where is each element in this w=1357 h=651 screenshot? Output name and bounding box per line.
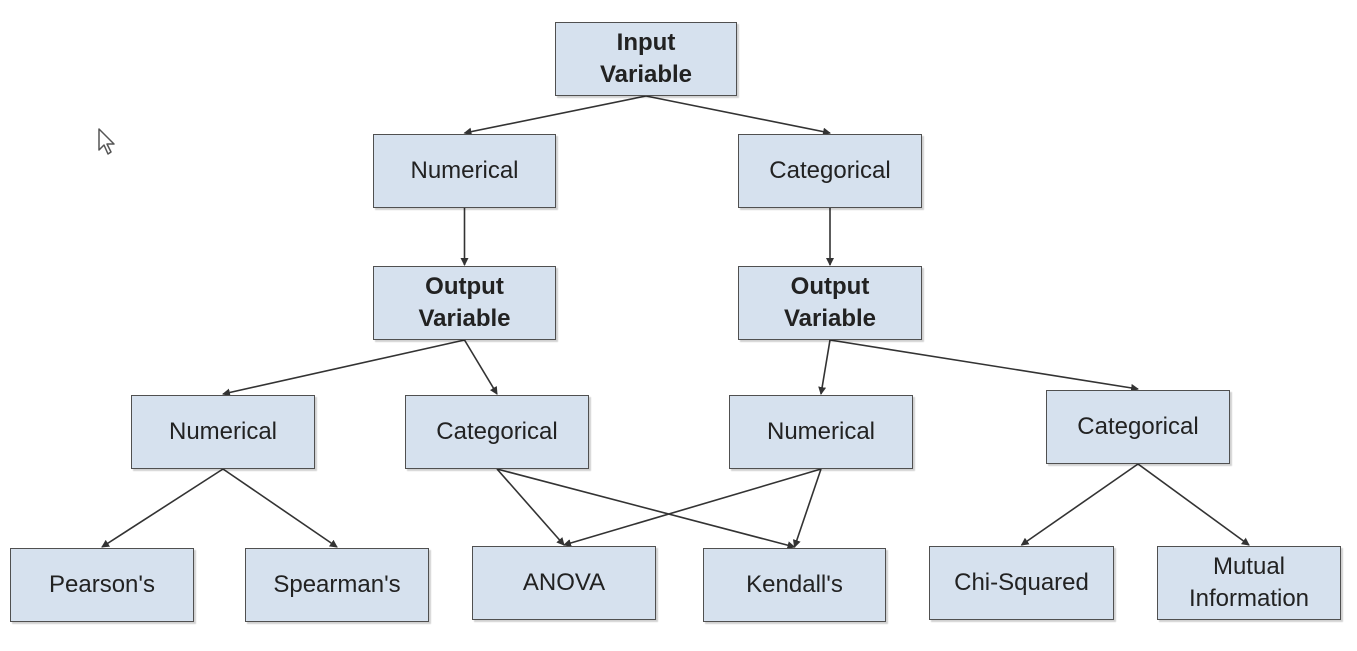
edge-output-variable-right-to-out-right-numerical (818, 339, 831, 395)
node-anova: ANOVA (472, 546, 656, 620)
node-output-left-numerical: Numerical (131, 395, 315, 469)
edge-out-left-categorical-to-anova (496, 468, 565, 546)
node-output-right-numerical: Numerical (729, 395, 913, 469)
edge-input-variable-to-input-numerical (463, 95, 647, 136)
edge-out-left-numerical-to-spearmans (222, 468, 338, 548)
node-input-numerical: Numerical (373, 134, 556, 208)
edge-out-right-categorical-to-chi-squared (1020, 463, 1139, 546)
node-output-right-categorical: Categorical (1046, 390, 1230, 464)
node-output-variable-right: Output Variable (738, 266, 922, 340)
edge-out-right-categorical-to-mutual-information (1137, 463, 1250, 546)
node-output-variable-left: Output Variable (373, 266, 556, 340)
node-input-variable: Input Variable (555, 22, 737, 96)
edge-out-right-numerical-to-anova (563, 468, 822, 547)
edge-out-right-numerical-to-kendalls (792, 468, 822, 548)
node-spearmans: Spearman's (245, 548, 429, 622)
edge-out-left-categorical-to-kendalls (496, 468, 796, 550)
node-kendalls: Kendall's (703, 548, 886, 622)
mouse-pointer-icon (98, 128, 115, 155)
edge-output-variable-right-to-out-right-categorical (829, 339, 1139, 392)
node-mutual-information: Mutual Information (1157, 546, 1341, 620)
edge-out-left-numerical-to-pearsons (101, 468, 224, 548)
edge-input-variable-to-input-categorical (645, 95, 831, 136)
node-output-left-categorical: Categorical (405, 395, 589, 469)
node-input-categorical: Categorical (738, 134, 922, 208)
edge-output-variable-left-to-out-left-numerical (222, 339, 465, 397)
node-pearsons: Pearson's (10, 548, 194, 622)
node-chi-squared: Chi-Squared (929, 546, 1114, 620)
edge-output-variable-left-to-out-left-categorical (463, 339, 498, 395)
